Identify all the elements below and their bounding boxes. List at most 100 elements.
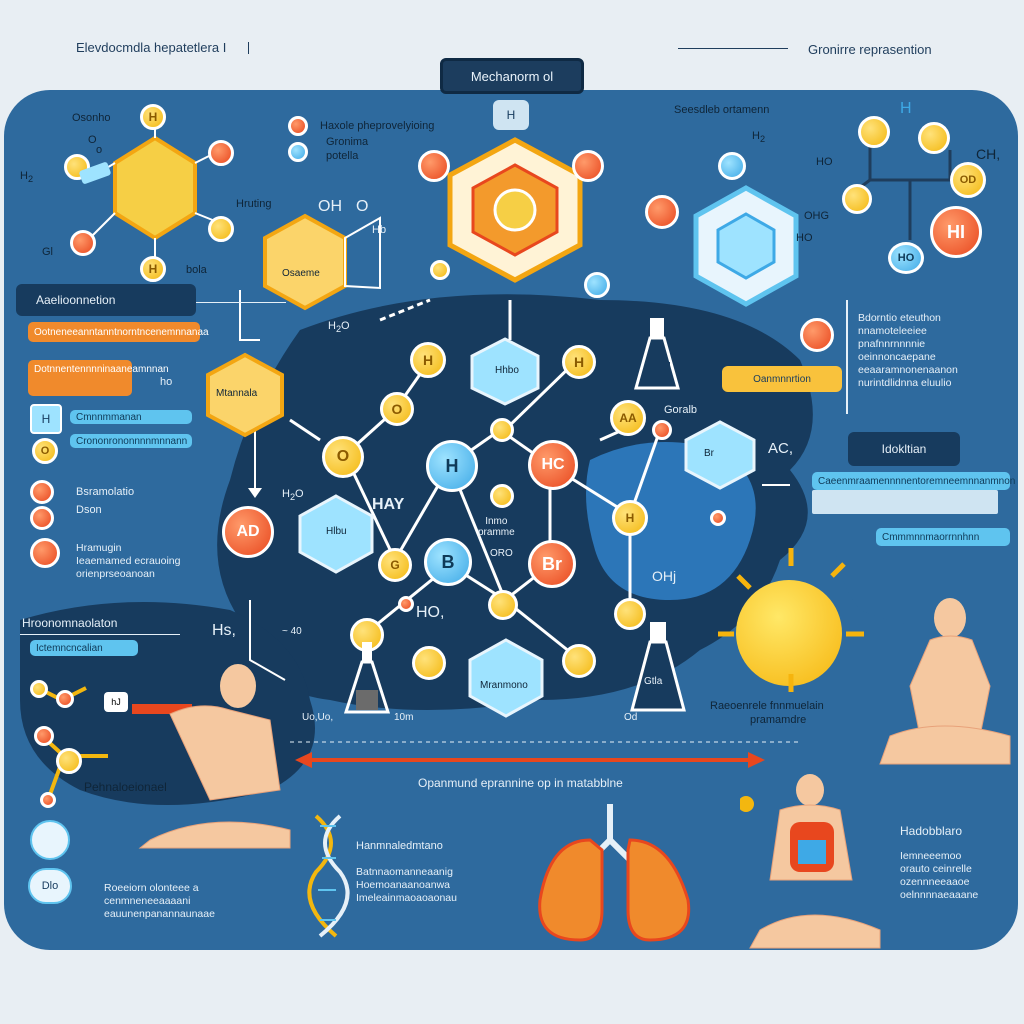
info-bar: Ootneneeanntanntnorntncenemnnanaa	[28, 322, 209, 342]
hex-blue-left	[298, 494, 374, 574]
left-header: Aaelioonnetion	[16, 284, 196, 316]
info-bar-bg	[812, 490, 998, 514]
hex-label: Hlbu	[326, 526, 347, 537]
flask-label: Gtla	[644, 676, 663, 687]
atom	[800, 318, 834, 352]
lungs-icon	[538, 804, 691, 942]
dna-icon	[307, 814, 350, 938]
hex-blue-right	[684, 420, 756, 490]
atom	[490, 418, 514, 442]
atom	[350, 618, 384, 652]
atom-aa: AA	[610, 400, 646, 436]
atom-ad: AD	[222, 506, 274, 558]
atom	[30, 538, 60, 568]
hex-label: Mranmono	[480, 680, 528, 691]
molecule-label: OHG	[804, 210, 830, 222]
atom-h-box: H	[30, 404, 62, 434]
circle-icon	[30, 820, 70, 860]
atom	[488, 590, 518, 620]
figure-lifting	[132, 664, 291, 849]
molecule-label: OH	[318, 198, 342, 215]
atom	[614, 598, 646, 630]
section-header: Hroonomnaolaton	[22, 616, 118, 630]
atom	[858, 116, 890, 148]
molecule-label: O	[88, 134, 97, 146]
center-dark-blob	[217, 294, 813, 710]
molecule-label: HO	[816, 156, 833, 168]
atom	[490, 484, 514, 508]
right-top-header: Seesdleb ortamenn	[674, 104, 770, 116]
hex-label: Br	[704, 448, 714, 459]
atom-h: H	[562, 345, 596, 379]
hex-label: Osaeme	[282, 268, 320, 279]
molecule-label: 10m	[394, 712, 414, 723]
atom	[710, 510, 726, 526]
atom-h: H	[140, 256, 166, 282]
atom	[412, 646, 446, 680]
atom	[584, 272, 610, 298]
atom	[562, 644, 596, 678]
hex-label: Hhbo	[495, 365, 519, 376]
atom	[30, 680, 48, 698]
molecule-label: H2O	[328, 320, 350, 335]
top-atom-box: H	[493, 100, 529, 130]
molecule-label: o	[96, 144, 103, 156]
molecule-label: ORO	[490, 548, 513, 559]
info-bar: Cmnnmmanan	[70, 410, 192, 424]
mini-box: hJ	[104, 692, 128, 712]
molecule-label: Osonho	[72, 112, 111, 124]
atom	[430, 260, 450, 280]
atom-hi: HI	[930, 206, 982, 258]
molecule-label: Goralb	[664, 404, 698, 416]
divider	[846, 300, 848, 414]
molecule-label: CH,	[976, 146, 1001, 162]
atom: G	[378, 548, 412, 582]
atom	[918, 122, 950, 154]
molecule-label: H	[900, 100, 912, 117]
bottom-left-text: Roeeiorn olonteee a cenmneneeaaaani eauu…	[104, 882, 215, 920]
atom-h: H	[410, 342, 446, 378]
atom	[30, 480, 54, 504]
atom	[56, 690, 74, 708]
hex-label: Mtannala	[216, 388, 258, 399]
sun-icon	[736, 580, 842, 686]
divider	[20, 634, 180, 635]
atom	[34, 726, 54, 746]
molecule-label: OHj	[652, 568, 677, 584]
molecule-label: HO,	[416, 604, 445, 621]
yellow-hexagon	[263, 213, 381, 311]
atom-o: O	[380, 392, 414, 426]
molecule-label: H2	[20, 170, 34, 185]
header-left-title: Elevdocmdla hepatetlera I	[76, 40, 227, 55]
molecule-label: Od	[624, 712, 638, 723]
molecule-label: bola	[186, 264, 207, 276]
atom-b: B	[424, 538, 472, 586]
atom	[842, 184, 872, 214]
atom-od: OD	[950, 162, 986, 198]
molecule-label: Hruting	[236, 198, 272, 210]
atom	[718, 152, 746, 180]
right-bottom-title: Hadobblaro	[900, 824, 963, 838]
molecule-label: H2	[752, 130, 766, 145]
info-bar: Caeenmraamennnnentoremneemnnanmnon	[812, 472, 1015, 490]
atom-hc: HC	[528, 440, 578, 490]
atom: O	[32, 438, 58, 464]
dna-text: Batnnaomanneaanig Hoemoanaanoanwa Imelea…	[356, 866, 457, 904]
sun-rays	[718, 548, 864, 692]
atom	[418, 150, 450, 182]
atom	[70, 230, 96, 256]
legend-label: Gronima	[326, 136, 369, 148]
atom	[652, 420, 672, 440]
flask-icon	[343, 642, 391, 714]
atom	[40, 792, 56, 808]
flask-icon	[630, 622, 686, 712]
center-top-hexagon	[447, 137, 583, 283]
figure-organs	[740, 774, 881, 949]
info-bar: Ictemncncalian	[30, 640, 138, 656]
info-bar: Crononrononnnnmnnann	[70, 434, 192, 448]
right-description: Bdorntio eteuthon nnamoteleeiee pnafnnrn…	[858, 312, 958, 389]
atom	[208, 216, 234, 242]
header-right-title: Gronirre reprasention	[808, 42, 932, 57]
right-bottom-text: Iemneeemoo orauto ceinrelle ozennneeaaoe…	[900, 850, 979, 901]
